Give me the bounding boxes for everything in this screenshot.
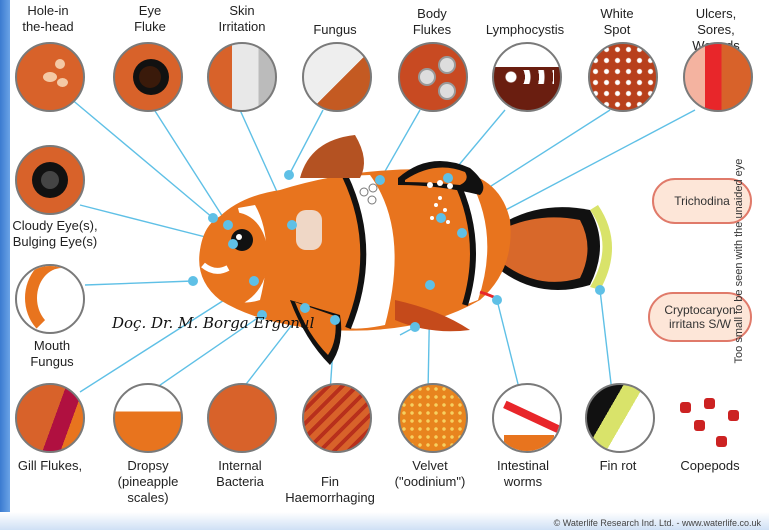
label-internal-bacteria: Internal Bacteria xyxy=(216,458,264,490)
circle-internal-bacteria xyxy=(207,383,277,453)
circle-ulcers xyxy=(683,42,753,112)
label-mouth-fungus: Mouth Fungus xyxy=(30,338,73,370)
circle-dropsy xyxy=(113,383,183,453)
circle-hole-in-the-head xyxy=(15,42,85,112)
circle-lymphocystis xyxy=(492,42,562,112)
label-body-flukes: Body Flukes xyxy=(413,6,451,38)
label-velvet: Velvet ("oodinium") xyxy=(395,458,466,490)
watermark-author: Doç. Dr. M. Borga Ergonul xyxy=(112,314,314,332)
label-cloudy-eye: Cloudy Eye(s), Bulging Eye(s) xyxy=(12,218,97,250)
circle-velvet xyxy=(398,383,468,453)
label-dropsy: Dropsy (pineapple scales) xyxy=(118,458,179,506)
copyright-text: © Waterlife Research Ind. Ltd. - www.wat… xyxy=(554,518,761,528)
label-copepods: Copepods xyxy=(680,458,739,474)
label-intestinal-worms: Intestinal worms xyxy=(497,458,549,490)
label-hole-in-the-head: Hole-in the-head xyxy=(22,3,73,35)
circle-fin-haemorrhaging xyxy=(302,383,372,453)
label-eye-fluke: Eye Fluke xyxy=(134,3,166,35)
label-white-spot: White Spot xyxy=(600,6,633,38)
label-skin-irritation: Skin Irritation xyxy=(219,3,266,35)
circle-eye-fluke xyxy=(113,42,183,112)
side-note: Too small to be seen with the unaided ey… xyxy=(733,136,745,386)
circle-body-flukes xyxy=(398,42,468,112)
label-gill-flukes: Gill Flukes, xyxy=(18,458,82,474)
tail-fin xyxy=(500,205,612,290)
label-fungus: Fungus xyxy=(313,22,356,38)
circle-mouth-fungus xyxy=(15,264,85,334)
circle-fungus xyxy=(302,42,372,112)
label-fin-haemorrhaging: Fin Haemorrhaging xyxy=(285,474,375,506)
circle-cloudy-eye xyxy=(15,145,85,215)
circle-intestinal-worms xyxy=(492,383,562,453)
circle-gill-flukes xyxy=(15,383,85,453)
label-lymphocystis: Lymphocystis xyxy=(486,22,564,38)
circle-skin-irritation xyxy=(207,42,277,112)
circle-fin-rot xyxy=(585,383,655,453)
label-fin-rot: Fin rot xyxy=(600,458,637,474)
circle-white-spot xyxy=(588,42,658,112)
